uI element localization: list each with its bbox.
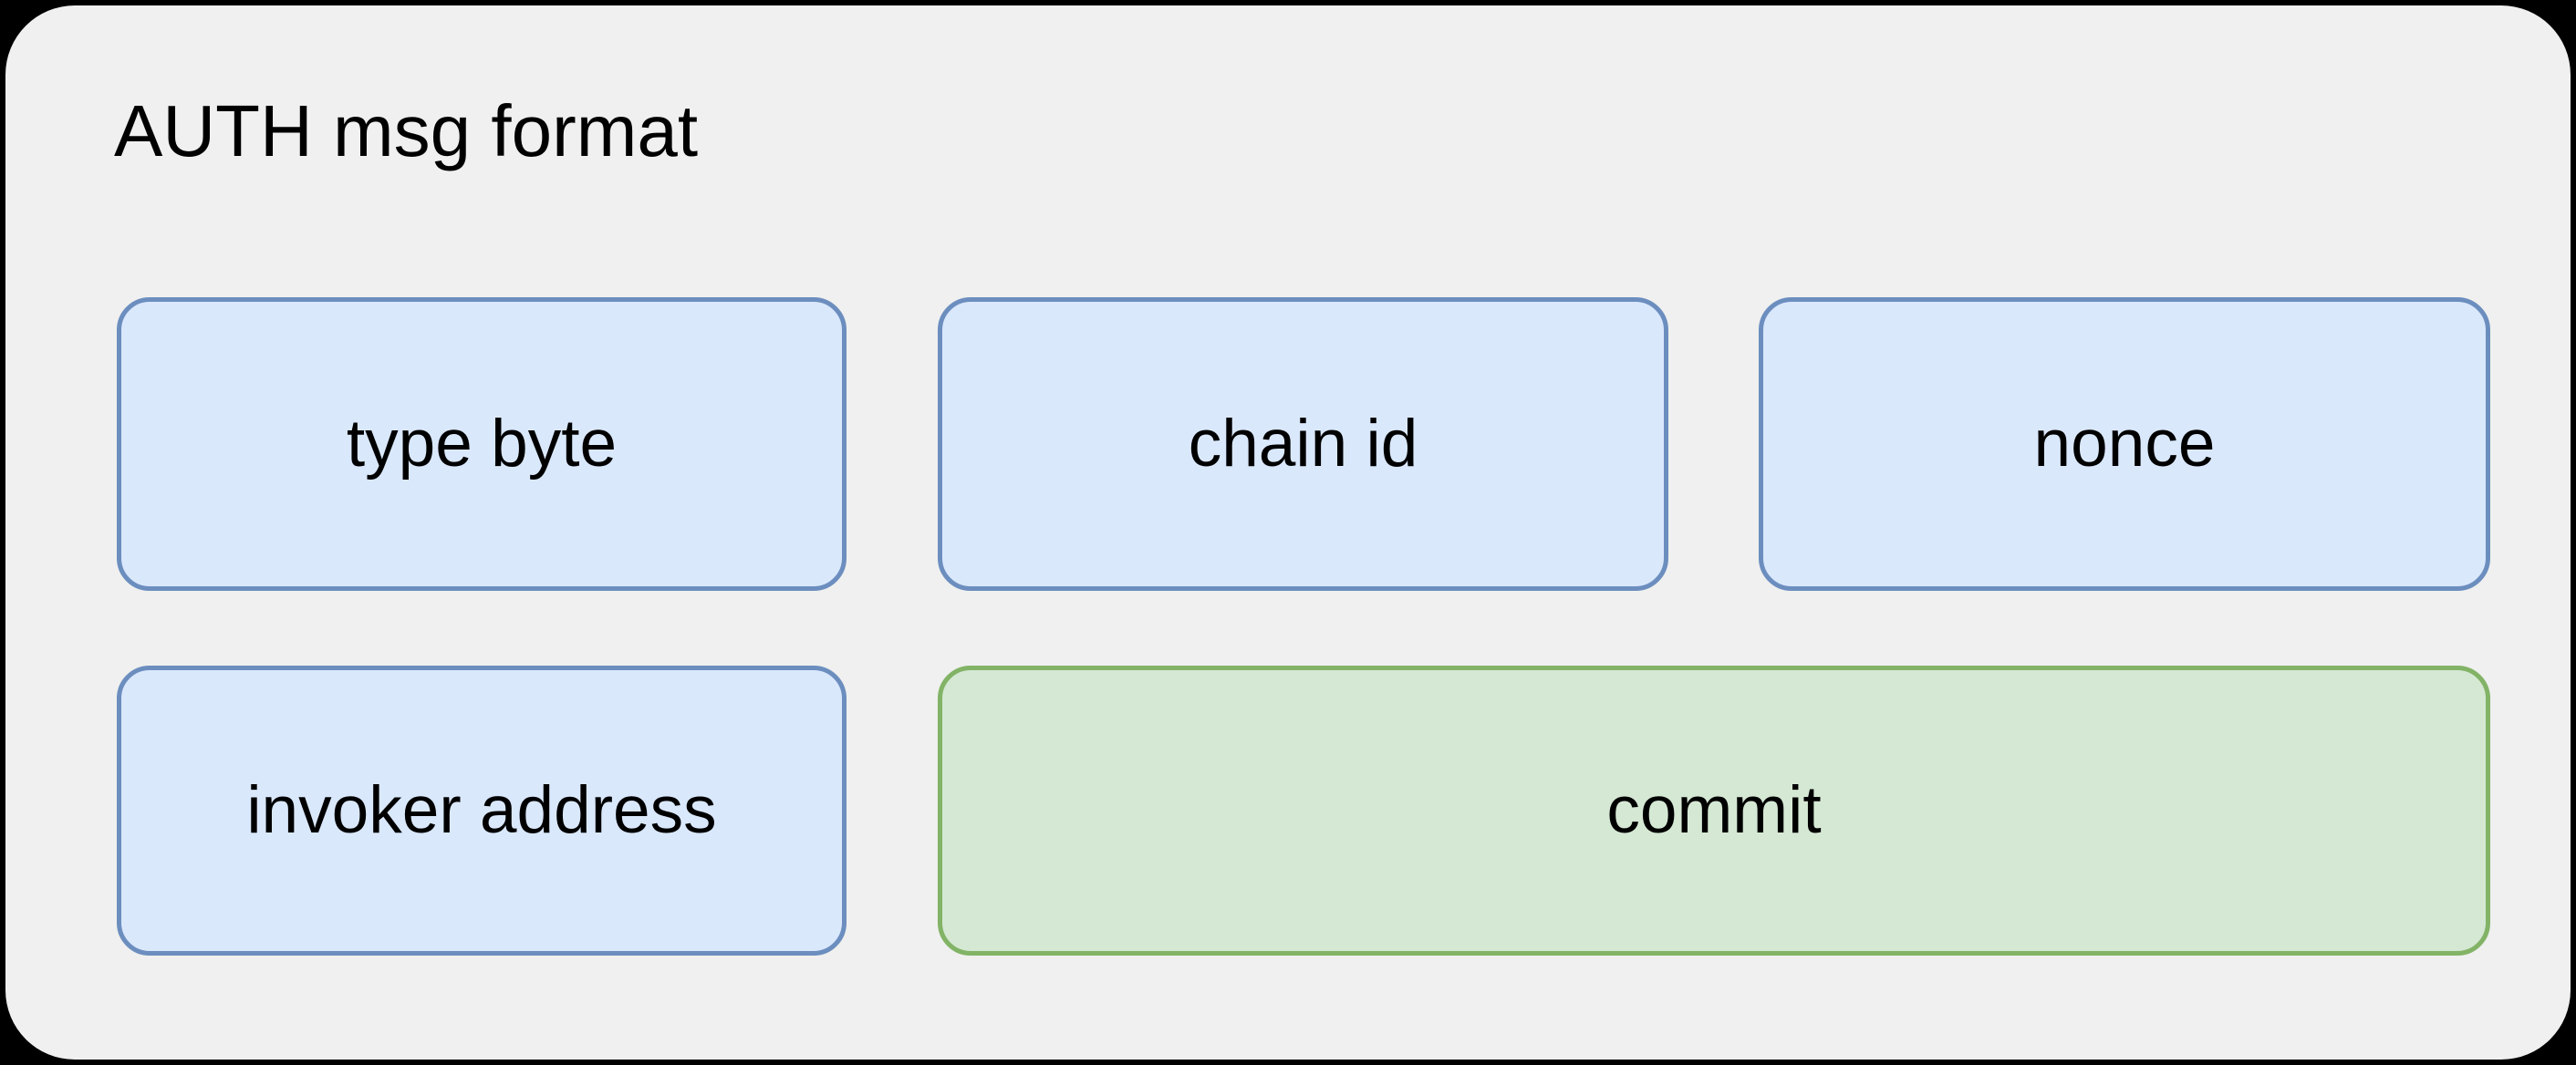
field-box-nonce[interactable]: nonce [1759, 297, 2490, 591]
field-box-commit[interactable]: commit [938, 666, 2490, 956]
field-label-commit: commit [1606, 772, 1822, 847]
field-label-type-byte: type byte [346, 406, 618, 481]
field-box-invoker-address[interactable]: invoker address [117, 666, 847, 956]
auth-msg-format-panel: AUTH msg format type byte chain id nonce… [5, 5, 2571, 1060]
field-box-chain-id[interactable]: chain id [938, 297, 1668, 591]
field-label-nonce: nonce [2033, 406, 2216, 481]
field-label-invoker-address: invoker address [246, 772, 717, 847]
panel-title: AUTH msg format [114, 90, 699, 171]
field-label-chain-id: chain id [1188, 406, 1418, 481]
field-box-type-byte[interactable]: type byte [117, 297, 847, 591]
